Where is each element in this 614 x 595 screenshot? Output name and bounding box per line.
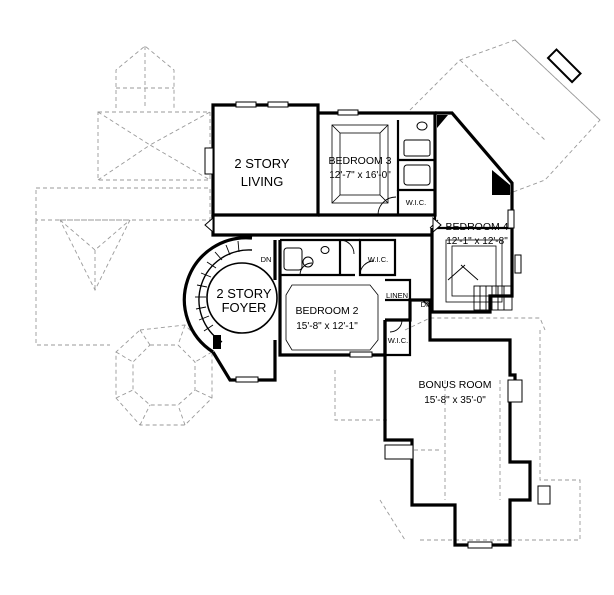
bonus-room-size: 15'-8" x 35'-0" — [424, 395, 486, 406]
wic-bedroom3: W.I.C. — [406, 198, 426, 207]
wic-bedroom2-lower: W.I.C. — [388, 336, 408, 345]
hall-arrows — [204, 216, 442, 234]
living-label-line1: 2 STORY — [234, 156, 289, 171]
foyer-label-line2: FOYER — [222, 300, 267, 315]
bath-fixtures — [283, 121, 431, 271]
bedroom2-size: 15'-8" x 12'-1" — [296, 321, 358, 332]
bedroom2-name: BEDROOM 2 — [295, 305, 358, 317]
bedroom3-name: BEDROOM 3 — [328, 155, 391, 167]
linen-closet-label: LINEN — [386, 291, 408, 300]
foyer-label-line1: 2 STORY — [216, 286, 271, 301]
chase-fills — [213, 115, 510, 349]
hall-stair — [473, 285, 513, 311]
room-labels: 2 STORY LIVING BEDROOM 3 12'-7" x 16'-0"… — [216, 155, 508, 406]
living-label-line2: LIVING — [241, 174, 284, 189]
bedroom4-name: BEDROOM 4 — [445, 221, 508, 233]
foyer-curves — [182, 236, 278, 382]
windows — [204, 101, 551, 549]
foyer-stair-down-label: DN — [261, 255, 272, 264]
bedroom3-size: 12'-7" x 16'-0" — [329, 170, 391, 181]
roof-vent — [546, 48, 582, 84]
bonus-room-name: BONUS ROOM — [419, 379, 492, 391]
hall-stair-down-label: DN — [421, 300, 432, 309]
bedroom4-size: 12'-1" x 12'-8" — [446, 236, 508, 247]
wic-bedroom2-upper: W.I.C. — [368, 255, 388, 264]
small-labels: W.I.C. W.I.C. W.I.C. LINEN DN DN — [261, 198, 432, 345]
